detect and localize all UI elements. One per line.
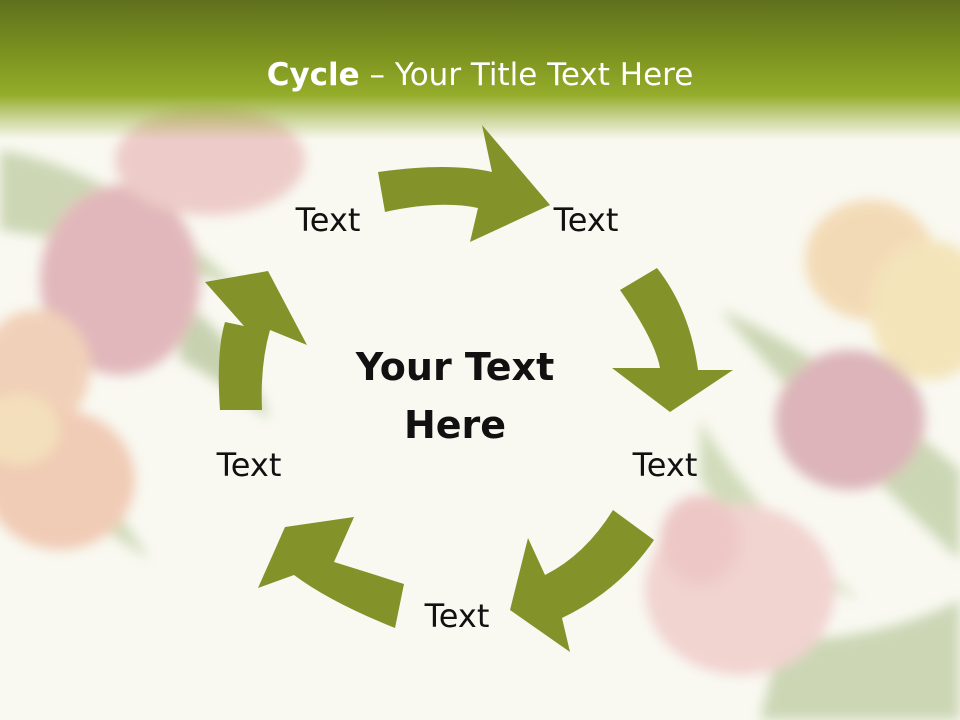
cycle-arrow-5 — [205, 271, 307, 410]
slide-title: Cycle – Your Title Text Here — [0, 52, 960, 98]
title-bar — [0, 0, 960, 140]
center-text-line-2: Here — [403, 403, 507, 447]
cycle-node-label: Text — [553, 201, 619, 239]
cycle-arrow-1 — [378, 125, 550, 242]
center-text-line-1: Your Text — [355, 345, 555, 389]
center-text: Your Text Here — [305, 338, 605, 454]
title-strong: Cycle — [266, 57, 360, 93]
cycle-arrow-2 — [612, 268, 733, 412]
cycle-node-label: Text — [295, 201, 361, 239]
cycle-arrow-3 — [510, 510, 654, 652]
cycle-arrow-4 — [258, 517, 404, 628]
cycle-node-label: Text — [216, 446, 282, 484]
title-rest: – Your Title Text Here — [359, 57, 694, 93]
cycle-node-label: Text — [632, 446, 698, 484]
cycle-node-label: Text — [424, 597, 490, 635]
